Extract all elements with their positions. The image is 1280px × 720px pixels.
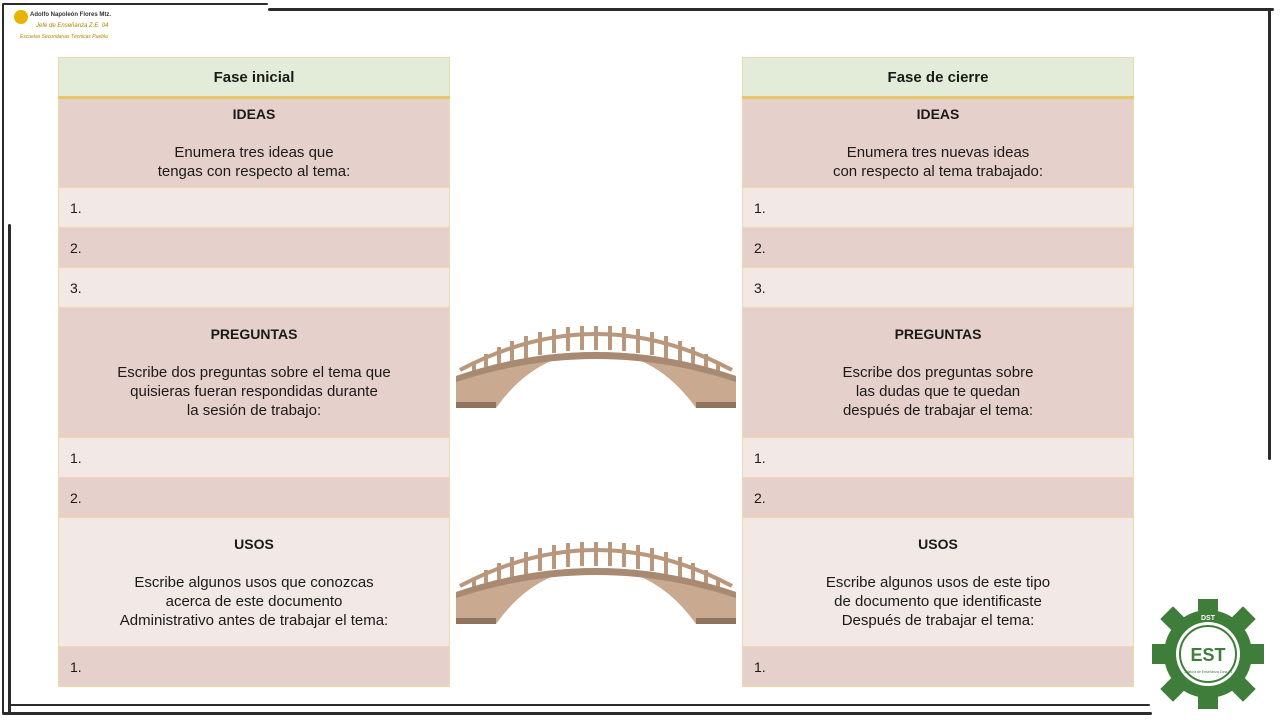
table-header: Fase inicial (58, 57, 450, 99)
gear-letters: EST (1190, 645, 1225, 665)
section-title: USOS (918, 535, 958, 552)
answer-row[interactable]: 1. (58, 437, 450, 478)
ideas-section: IDEAS Enumera tres ideas que tengas con … (58, 97, 450, 188)
answer-row[interactable]: 2. (58, 227, 450, 268)
section-text: con respecto al tema trabajado: (832, 163, 1044, 180)
section-text: de documento que identificaste (834, 592, 1042, 610)
logo-line3: Escuelas Secundarias Técnicas Puebla (20, 34, 108, 40)
section-text: Escribe algunos usos que conozcas (134, 573, 374, 591)
gear-top-text: DST (1201, 615, 1216, 622)
section-text: Escribe dos preguntas sobre (842, 364, 1034, 381)
logo-line1: Adolfo Napoleón Flores Mtz. (30, 12, 111, 18)
preguntas-section: PREGUNTAS Escribe dos preguntas sobre el… (58, 307, 450, 438)
table-fase-de-cierre: Fase de cierre IDEAS Enumera tres nuevas… (742, 57, 1134, 687)
section-title: PREGUNTAS (210, 326, 298, 342)
frame-bottom-inner (10, 704, 1150, 706)
answer-row[interactable]: 1. (742, 187, 1134, 228)
answer-row[interactable]: 1. (58, 187, 450, 228)
table-fase-inicial: Fase inicial IDEAS Enumera tres ideas qu… (58, 57, 450, 687)
answer-row[interactable]: 3. (742, 267, 1134, 308)
section-title: IDEAS (916, 106, 960, 122)
section-text: la sesión de trabajo: (186, 402, 322, 419)
section-text: las dudas que te quedan (855, 383, 1021, 400)
preguntas-section: PREGUNTAS Escribe dos preguntas sobre la… (742, 307, 1134, 438)
section-title: USOS (234, 535, 274, 552)
section-text: Administrativo antes de trabajar el tema… (119, 611, 389, 629)
section-text: después de trabajar el tema: (842, 402, 1034, 419)
answer-row[interactable]: 1. (58, 646, 450, 687)
section-text: Enumera tres nuevas ideas (846, 144, 1030, 161)
author-logo: Adolfo Napoleón Flores Mtz. Jefe de Ense… (14, 10, 114, 46)
gear-caption: Jefatura de Enseñanza Zona 04 (1184, 670, 1232, 674)
answer-row[interactable]: 1. (742, 646, 1134, 687)
section-text: Enumera tres ideas que (174, 144, 334, 161)
frame-left (8, 224, 11, 714)
section-text: Escribe dos preguntas sobre el tema que (117, 364, 391, 381)
usos-section: USOS Escribe algunos usos que conozcas a… (58, 517, 450, 647)
logo-circle-icon (14, 10, 28, 24)
frame-left-outer (2, 4, 4, 714)
section-text: tengas con respecto al tema: (157, 163, 351, 180)
answer-row[interactable]: 3. (58, 267, 450, 308)
section-text: Escribe algunos usos de este tipo (825, 573, 1051, 591)
table-header: Fase de cierre (742, 57, 1134, 99)
answer-row[interactable]: 2. (58, 477, 450, 518)
gear-logo-icon: DST EST Jefatura de Enseñanza Zona 04 (1152, 599, 1264, 709)
section-title: PREGUNTAS (894, 326, 982, 342)
answer-row[interactable]: 2. (742, 227, 1134, 268)
ideas-section: IDEAS Enumera tres nuevas ideas con resp… (742, 97, 1134, 188)
section-title: IDEAS (232, 106, 276, 122)
section-text: quisieras fueran respondidas durante (130, 383, 378, 400)
bridge-icon (456, 542, 736, 624)
frame-top-left (2, 3, 268, 5)
section-text: Después de trabajar el tema: (841, 611, 1035, 629)
frame-right (1268, 10, 1271, 460)
usos-section: USOS Escribe algunos usos de este tipo d… (742, 517, 1134, 647)
bridge-icon (456, 326, 736, 408)
frame-top-right (268, 8, 1274, 11)
frame-bottom (2, 712, 1152, 715)
section-text: acerca de este documento (165, 592, 343, 610)
answer-row[interactable]: 2. (742, 477, 1134, 518)
logo-line2: Jefe de Enseñanza Z.E. 04 (36, 23, 109, 29)
answer-row[interactable]: 1. (742, 437, 1134, 478)
